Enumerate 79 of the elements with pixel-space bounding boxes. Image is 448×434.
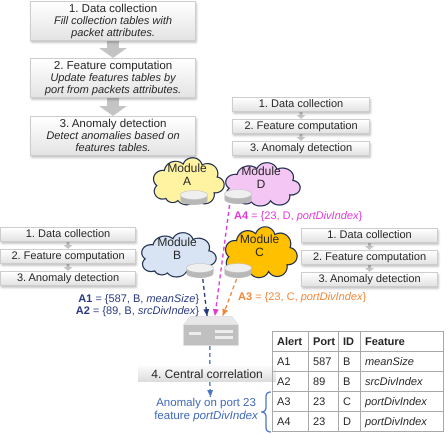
step-box	[301, 250, 438, 265]
step-box	[30, 116, 196, 156]
step-description: Detect anomalies based on features tables.	[45, 130, 181, 154]
block-arrow	[365, 243, 374, 250]
edge-label: A4 = {23, D, portDivIndex}	[234, 210, 362, 222]
table-cell: D	[338, 412, 360, 432]
step-title: 1. Data collection	[68, 2, 158, 16]
step-title: 1. Data collection	[258, 98, 344, 111]
step-box	[301, 228, 438, 243]
module-label: Module B	[156, 236, 198, 262]
step-description: Update features tables by port from packets attributes.	[44, 72, 182, 96]
table-cell: B	[338, 372, 360, 392]
step-title: 2. Feature computation	[11, 250, 125, 263]
table-cell: A3	[272, 392, 308, 412]
step-box	[30, 58, 196, 98]
step-title: 2. Feature computation	[244, 120, 358, 133]
table-cell: A2	[272, 372, 308, 392]
column-header: Feature	[360, 332, 444, 352]
edge-label: A1 = {587, B, meanSize} A2 = {89, B, srcDivIndex}	[74, 293, 199, 317]
step-box	[30, 1, 196, 41]
router-icon	[224, 189, 252, 205]
table-cell: 587	[308, 352, 338, 372]
edge-label: A3 = {23, C, portDivIndex}	[238, 291, 366, 303]
table-cell: 23	[308, 392, 338, 412]
column-header: ID	[338, 332, 360, 352]
module-cloud	[222, 226, 297, 280]
block-arrow	[296, 112, 306, 119]
block-arrow	[64, 264, 72, 271]
block-arrow	[64, 242, 72, 249]
module-cloud	[222, 162, 300, 208]
router-icon	[180, 190, 208, 206]
step-box	[0, 227, 136, 242]
module-cloud	[150, 157, 224, 207]
step-box	[0, 271, 136, 286]
table-cell: portDivIndex	[360, 412, 444, 432]
step-box	[232, 119, 370, 134]
table-cell: A1	[272, 352, 308, 372]
router-icon	[186, 263, 214, 279]
step-title: 3. Anomaly detection	[16, 272, 120, 285]
block-arrow	[99, 41, 127, 58]
step-box	[301, 272, 438, 287]
dashed-arrow	[207, 382, 214, 398]
dashed-arrow	[212, 204, 230, 316]
column-header: Port	[308, 332, 338, 352]
step-description: Fill collection tables with packet attributes.	[53, 15, 173, 40]
table-cell: portDivIndex	[360, 392, 444, 412]
block-arrow	[365, 265, 374, 272]
router-icon	[224, 263, 252, 279]
table-cell: C	[338, 392, 360, 412]
dashed-arrow	[222, 278, 238, 316]
step-title: 1. Data collection	[327, 229, 412, 242]
dashed-arrow	[202, 278, 210, 316]
step-title: 1. Data collection	[26, 228, 110, 241]
server-icon	[183, 316, 239, 346]
table-cell: 89	[308, 372, 338, 392]
step-title: 3. Anomaly detection	[60, 118, 166, 130]
module-label: Module D	[240, 165, 282, 191]
block-arrow	[296, 134, 306, 141]
block-arrow	[99, 98, 127, 116]
table-cell: srcDivIndex	[360, 372, 444, 392]
step-title: 2. Feature computation	[312, 251, 426, 264]
column-header: Alert	[272, 332, 308, 352]
result-text: Anomaly on port 23 feature portDivIndex	[150, 397, 262, 423]
module-label: Module C	[238, 233, 280, 259]
step-box	[232, 141, 370, 156]
step-box	[0, 249, 136, 264]
table-cell: 23	[308, 412, 338, 432]
step-box	[232, 97, 370, 112]
module-cloud	[138, 232, 216, 279]
step-title: 3. Anomaly detection	[250, 142, 352, 155]
table-cell: A4	[272, 412, 308, 432]
table-cell: B	[338, 352, 360, 372]
step-title: 4. Central correlation	[151, 367, 263, 381]
step-title: 2. Feature computation	[54, 60, 172, 72]
step-title: 3. Anomaly detection	[318, 273, 421, 286]
module-label: Module A	[166, 162, 208, 188]
connector-line	[209, 346, 211, 366]
correlation-band	[138, 366, 276, 382]
table-cell: meanSize	[360, 352, 444, 372]
